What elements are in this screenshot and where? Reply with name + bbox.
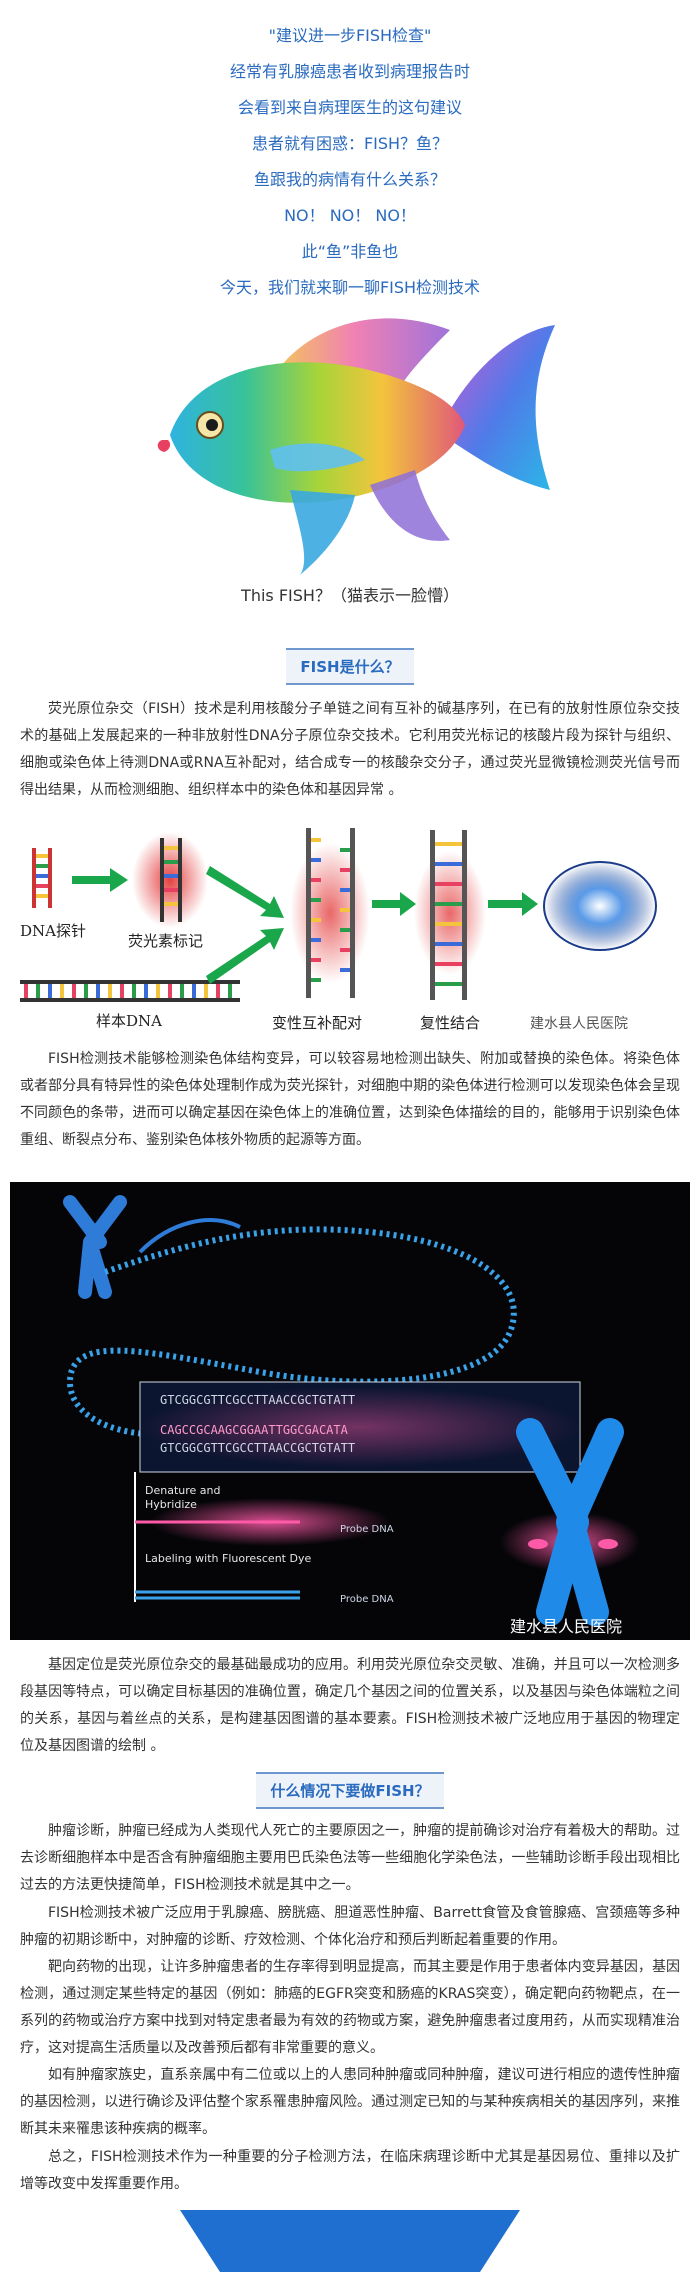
chromosome-large-icon [516, 1418, 624, 1626]
fish-anal-fin [370, 470, 450, 541]
label-sample-dna: 样本DNA [96, 1012, 162, 1030]
intro-block: "建议进一步FISH检查" 经常有乳腺癌患者收到病理报告时 会看到来自病理医生的… [0, 0, 700, 306]
labeled-probe-icon [160, 838, 182, 922]
fish-illustration [157, 318, 555, 575]
label-probe-dna: Probe DNA [340, 1524, 394, 1535]
chromosome-small-icon [63, 1195, 127, 1299]
paragraph: 荧光原位杂交（FISH）技术是利用核酸分子单链之间有互补的碱基序列，在已有的放射… [20, 701, 680, 798]
label-fluorescein: 荧光素标记 [128, 932, 203, 950]
intro-line: "建议进一步FISH检查" [268, 26, 432, 45]
fish-lips [157, 440, 171, 452]
watermark: 建水县人民医院 [510, 1617, 622, 1636]
paragraph: FISH检测技术能够检测染色体结构变异，可以较容易地检测出缺失、附加或替换的染色… [20, 1051, 680, 1148]
paragraph: 如有肿瘤家族史，直系亲属中有二位或以上的人患同种肿瘤或同种肿瘤，建议可进行相应的… [20, 2067, 680, 2137]
bottom-banner [180, 2210, 520, 2272]
intro-line: 会看到来自病理医生的这句建议 [237, 98, 462, 117]
label-labeling: Labeling with Fluorescent Dye [145, 1552, 311, 1565]
sample-dna-icon [20, 980, 240, 1002]
sequence-line: GTCGGCGTTCGCCTTAACCGCTGTATT [160, 1393, 355, 1407]
label-probe-dna: Probe DNA [340, 1594, 394, 1605]
paragraph: 基因定位是荧光原位杂交的最基础最成功的应用。利用荧光原位杂交灵敏、准确，并且可以… [20, 1657, 680, 1754]
paragraph: 靶向药物的出现，让许多肿瘤患者的生存率得到明显提高，而其主要是作用于患者体内变异… [20, 1959, 680, 2056]
fish-caption: This FISH？（猫表示一脸懵） [241, 586, 459, 605]
section-title-when: 什么情况下要做FISH？ [256, 1772, 444, 1809]
arrow-right-icon [488, 892, 538, 916]
arrow-down-right-icon [206, 866, 284, 918]
fish-tail [450, 325, 555, 490]
label-hybridize-en: Hybridize [145, 1498, 197, 1511]
label-denature-en: Denature and [145, 1484, 220, 1497]
arrow-right-icon [72, 868, 128, 892]
label-probe: DNA探针 [20, 922, 86, 940]
paragraph: 总之，FISH检测技术作为一种重要的分子检测方法，在临床病理诊断中尤其是基因易位… [20, 2149, 680, 2192]
nucleus-signal-icon [544, 862, 656, 950]
arrow-up-right-icon [206, 928, 284, 984]
intro-line: NO！ NO！ NO！ [284, 206, 416, 225]
arrow-right-icon [372, 892, 416, 916]
dna-probe-icon [32, 848, 52, 908]
fish-process-diagram: DNA探针 荧光素标记 样本DNA [20, 828, 657, 1032]
section-heading: 什么情况下要做FISH？ [0, 1772, 700, 1809]
paragraph: 肿瘤诊断，肿瘤已经成为人类现代人死亡的主要原因之一，肿瘤的提前确诊对治疗有着极大… [20, 1823, 680, 1893]
fish-pelvic-fin [290, 490, 355, 575]
section-title-what: FISH是什么？ [286, 648, 414, 685]
sequence-line: CAGCCGCAAGCGGAATTGGCGACATA [160, 1423, 349, 1437]
section-heading: FISH是什么？ [0, 648, 700, 685]
denatured-strands-icon [306, 828, 355, 998]
probe-hybridization-figure: GTCGGCGTTCGCCTTAACCGCTGTATT CAGCCGCAAGCG… [10, 1182, 690, 1640]
renatured-dna-icon [430, 830, 467, 1000]
paragraph: FISH检测技术被广泛应用于乳腺癌、膀胱癌、胆道恶性肿瘤、Barrett食管及食… [20, 1905, 680, 1948]
label-renature: 复性结合 [420, 1014, 480, 1032]
fish-body [170, 362, 465, 503]
intro-line: 此“鱼”非鱼也 [301, 242, 399, 261]
fish-pectoral-fin [270, 443, 365, 472]
intro-line: 今天，我们就来聊一聊FISH检测技术 [219, 278, 481, 297]
intro-line: 经常有乳腺癌患者收到病理报告时 [229, 62, 470, 81]
sequence-line: GTCGGCGTTCGCCTTAACCGCTGTATT [160, 1441, 355, 1455]
intro-line: 鱼跟我的病情有什么关系？ [253, 170, 446, 189]
label-denature: 变性互补配对 [272, 1014, 362, 1032]
watermark: 建水县人民医院 [530, 1016, 628, 1032]
intro-line: 患者就有困惑：FISH？鱼？ [251, 134, 449, 153]
